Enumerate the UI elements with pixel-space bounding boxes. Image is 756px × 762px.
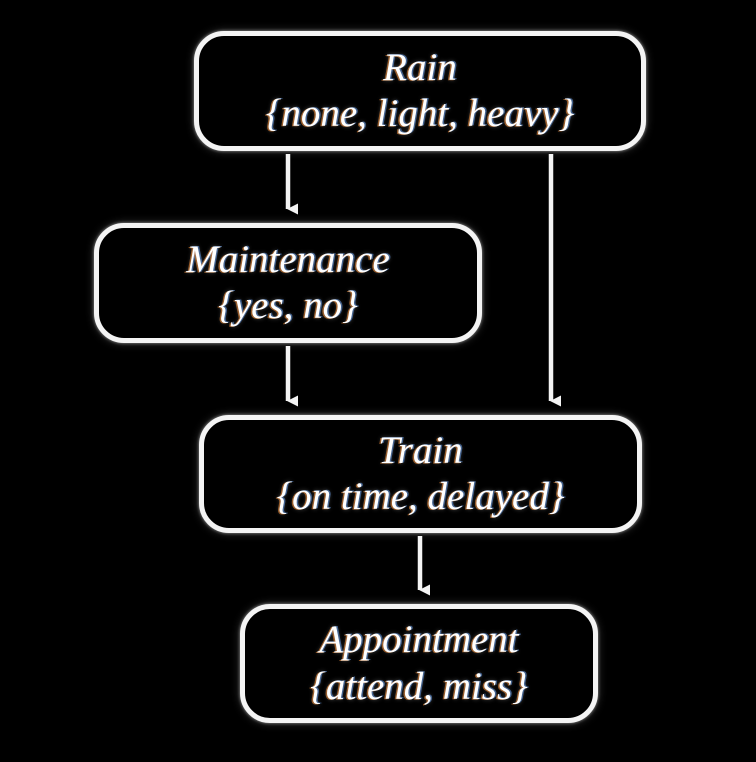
node-maintenance[interactable]: Maintenance {yes, no} — [94, 223, 482, 343]
node-train[interactable]: Train {on time, delayed} — [199, 415, 642, 533]
node-rain[interactable]: Rain {none, light, heavy} — [194, 31, 646, 151]
node-rain-states: {none, light, heavy} — [265, 92, 575, 135]
node-train-states: {on time, delayed} — [276, 475, 565, 518]
node-appointment[interactable]: Appointment {attend, miss} — [240, 604, 598, 723]
node-rain-label: Rain — [383, 45, 457, 89]
node-maintenance-states: {yes, no} — [218, 284, 358, 327]
node-appointment-label: Appointment — [319, 618, 519, 662]
node-appointment-states: {attend, miss} — [310, 664, 528, 708]
node-maintenance-label: Maintenance — [186, 237, 390, 281]
node-train-label: Train — [378, 428, 463, 472]
